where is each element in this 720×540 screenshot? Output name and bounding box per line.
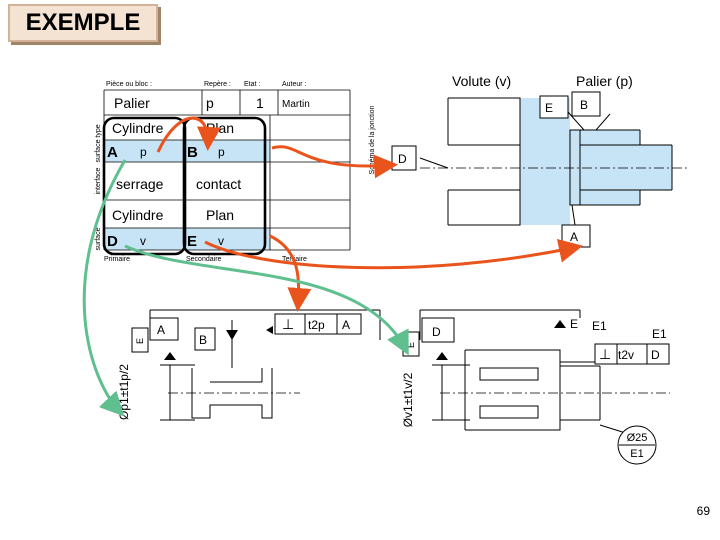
drawing-v-label-E1: E1 (592, 319, 607, 333)
cell-ref-right-letter: B (187, 144, 198, 161)
assembly-label-B: B (580, 98, 588, 112)
page-number: 69 (696, 504, 710, 518)
drawing-palier: E A B ⊥ t2p A Øp1±t1p/2 (117, 309, 381, 421)
side-schema: Schéma de la jonction (369, 105, 376, 174)
assembly-drawing: Volute (v) Palier (p) E B D (391, 73, 690, 248)
header-auteur: Auteur : (282, 81, 307, 88)
cell-piece: Palier (114, 95, 150, 111)
cell-surface-left: Cylindre (112, 120, 164, 136)
drawing-v-label-E: E (570, 317, 578, 331)
cell-auteur: Martin (282, 99, 310, 110)
cell-interface-right: contact (196, 176, 241, 192)
drawing-v-tol: t2v (618, 348, 634, 362)
label-secondaire: Secondaire (186, 256, 222, 263)
drawing-v-ref: D (651, 348, 660, 362)
cell-ref2-right-sub: v (218, 234, 224, 248)
jonction-table: Pièce ou bloc : Repère : Etat : Auteur :… (95, 81, 376, 263)
drawing-v-perp: ⊥ (599, 346, 611, 362)
cell-etat: 1 (256, 95, 264, 111)
header-etat: Etat : (244, 81, 260, 88)
side-type: type (95, 124, 102, 137)
drawing-p-ref: A (342, 318, 350, 332)
header-repere: Repère : (204, 81, 231, 88)
side-interface: interface (95, 167, 102, 194)
drawing-p-datum-E: E (135, 338, 145, 344)
drawing-p-datum-A: A (157, 323, 165, 337)
drawing-p-datum-B: B (199, 333, 207, 347)
cell-ref-right-sub: p (218, 145, 225, 159)
drawing-v-datum-E: E (406, 342, 416, 348)
header-piece: Pièce ou bloc : (106, 81, 152, 88)
drawing-v-label-E1-right: E1 (652, 327, 667, 341)
cell-interface-left: serrage (116, 176, 164, 192)
drawing-volute: E D E E1 E1 ⊥ t2v D Ø25 E1 Øv1±t1v/2 (401, 309, 670, 465)
drawing-v-diameter: Øv1±t1v/2 (401, 372, 415, 427)
drawing-v-circle-bottom: E1 (630, 448, 643, 460)
side-surface: surface (95, 139, 102, 162)
drawing-v-circle-top: Ø25 (627, 432, 648, 444)
label-primaire: Primaire (104, 256, 130, 263)
drawing-p-perp: ⊥ (282, 316, 294, 332)
assembly-label-E: E (545, 101, 553, 115)
cell-ref-left-letter: A (107, 144, 118, 161)
side-surface2: surface (95, 227, 102, 250)
cell-repere: p (206, 95, 214, 111)
drawing-v-datum-D: D (432, 325, 441, 339)
cell-surface2-left: Cylindre (112, 207, 164, 223)
cell-ref2-right-letter: E (187, 233, 197, 250)
assembly-label-D: D (398, 152, 407, 166)
drawing-p-tol: t2p (308, 318, 325, 332)
cell-ref2-left-letter: D (107, 233, 118, 250)
connector-arrows (82, 116, 583, 417)
cell-surface2-right: Plan (206, 207, 234, 223)
volute-title: Volute (v) (452, 73, 511, 89)
palier-title: Palier (p) (576, 73, 633, 89)
cell-ref2-left-sub: v (140, 234, 146, 248)
cell-surface-right: Plan (206, 120, 234, 136)
assembly-label-A: A (570, 230, 578, 244)
slide-title: EXEMPLE (8, 4, 158, 42)
cell-ref-left-sub: p (140, 145, 147, 159)
